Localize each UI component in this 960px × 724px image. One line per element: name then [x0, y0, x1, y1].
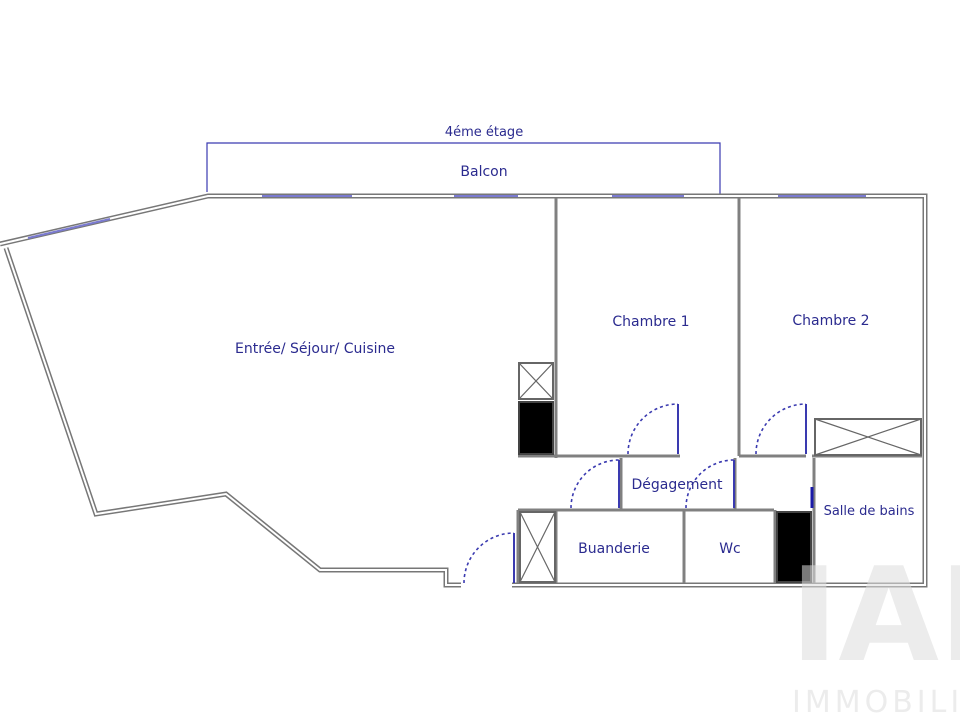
watermark-logo: IAD IMMOBILIER: [790, 539, 960, 720]
watermark-logo-text: IAD: [790, 539, 960, 691]
room-label-chambre-1: Chambre 1: [612, 314, 689, 330]
outer-walls: [0, 193, 928, 588]
cupboard: [518, 362, 554, 400]
cupboard: [814, 418, 922, 456]
windows: [27, 195, 866, 239]
room-label-salle-de-bains: Salle de bains: [824, 504, 915, 519]
window: [27, 218, 111, 239]
door-chambre-1: [627, 403, 679, 455]
balcony-outline: [206, 142, 721, 196]
duct-block: [776, 511, 812, 583]
room-label-chambre-2: Chambre 2: [792, 313, 869, 329]
door-wc: [685, 459, 735, 509]
door-buanderie: [570, 459, 620, 509]
room-label-wc: Wc: [719, 541, 741, 557]
interior-walls: [516, 198, 922, 583]
duct-block: [518, 401, 554, 455]
door-entrance: [463, 532, 515, 584]
cupboard: [519, 511, 556, 583]
room-label-balcon: Balcon: [460, 164, 507, 180]
room-label-buanderie: Buanderie: [578, 541, 650, 557]
floor-label: 4éme étage: [445, 125, 523, 140]
room-label-sejour: Entrée/ Séjour/ Cuisine: [235, 341, 395, 357]
watermark-text: IMMOBILIER: [792, 685, 960, 720]
door-chambre-2: [755, 403, 807, 455]
room-label-degagement: Dégagement: [632, 477, 723, 493]
